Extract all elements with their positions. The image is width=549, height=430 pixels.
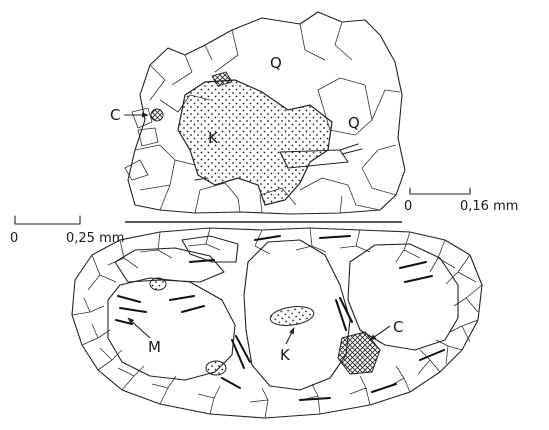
lower-panel: 0 0,25 mm M K C xyxy=(10,216,482,418)
label-k-upper: K xyxy=(208,129,219,147)
scale-bar-lower: 0 0,25 mm xyxy=(10,216,124,246)
label-m: M xyxy=(148,338,161,356)
k-feldspar-inclusion-upper xyxy=(150,278,166,290)
calcite-patch-upper-2 xyxy=(151,109,163,121)
label-c-lower: C xyxy=(393,318,403,336)
label-q-1: Q xyxy=(270,54,282,72)
scale-bar-upper: 0 0,16 mm xyxy=(404,188,518,214)
label-k-lower: K xyxy=(280,346,291,364)
label-q-2: Q xyxy=(348,114,360,132)
scale-upper-zero: 0 xyxy=(404,199,412,214)
scale-lower-zero: 0 xyxy=(10,231,18,246)
arrow-c-lower xyxy=(370,326,390,340)
arrow-k-lower xyxy=(286,328,294,344)
label-c-upper: C xyxy=(110,106,120,124)
k-feldspar-inclusion-center xyxy=(269,304,315,328)
k-feldspar-inclusion-left xyxy=(206,361,226,375)
lower-grain-upper-left xyxy=(115,248,224,282)
k-feldspar-grain-upper xyxy=(178,80,332,205)
lower-grain-upper-mid xyxy=(182,236,238,262)
scale-upper-value: 0,16 mm xyxy=(460,199,518,214)
arrow-m xyxy=(128,318,150,338)
upper-panel: Q Q K C 0 0,16 mm xyxy=(110,12,518,214)
scale-lower-value: 0,25 mm xyxy=(66,231,124,246)
